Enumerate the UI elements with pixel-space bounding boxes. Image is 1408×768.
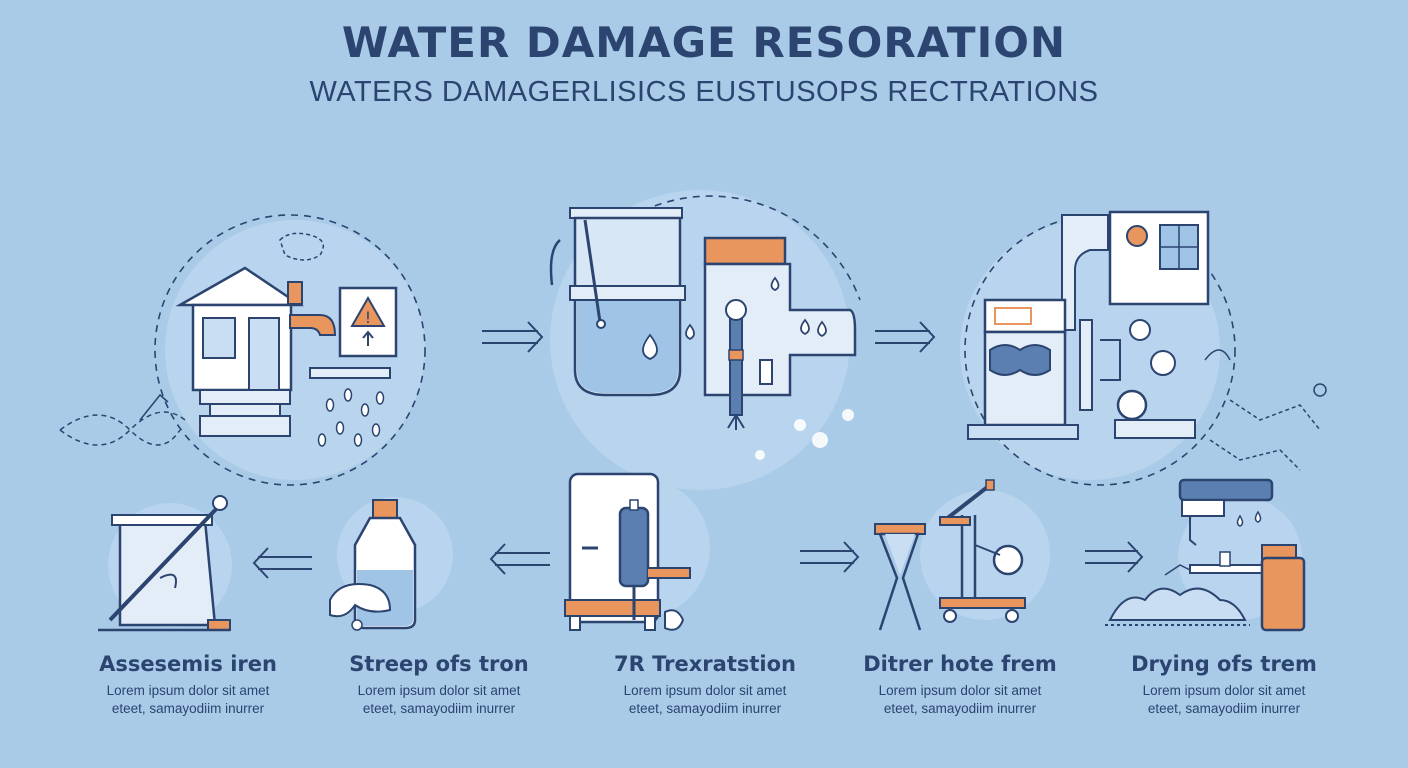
step-4-desc-line1: Lorem ipsum dolor sit amet — [878, 683, 1042, 698]
house-leak-icon: ! — [59, 232, 398, 447]
step-1-desc-line2: eteet, samayodiim inurrer — [111, 701, 265, 716]
step-5-desc-line2: eteet, samayodiim inurrer — [1147, 701, 1301, 716]
page-subtitle: WATERS DAMAGERLISICS EUSTUSOPS RECTRATIO… — [309, 76, 1099, 108]
arrow-right-icon-4 — [1085, 541, 1144, 573]
step-1-title: Assesemis iren — [99, 652, 277, 676]
step-4-title: Ditrer hote frem — [863, 652, 1057, 676]
cleaner-bottle-icon — [329, 499, 417, 631]
step-5-title: Drying ofs trem — [1131, 652, 1317, 676]
step-2: Streep ofs tron Lorem ipsum dolor sit am… — [309, 652, 569, 718]
arrow-right-icon — [482, 321, 544, 353]
step-5: Drying ofs trem Lorem ipsum dolor sit am… — [1094, 652, 1354, 718]
step-5-desc-line1: Lorem ipsum dolor sit amet — [1142, 683, 1306, 698]
step-2-title: Streep ofs tron — [349, 652, 529, 676]
step-1: Assesemis iren Lorem ipsum dolor sit ame… — [58, 652, 318, 718]
drying-machine-icon — [1105, 478, 1306, 632]
svg-text:!: ! — [365, 308, 371, 327]
water-tank-extraction-icon — [549, 207, 857, 460]
step-3: 7R Trexratstion Lorem ipsum dolor sit am… — [575, 652, 835, 718]
step-3-desc-line1: Lorem ipsum dolor sit amet — [623, 683, 787, 698]
step-2-desc-line1: Lorem ipsum dolor sit amet — [357, 683, 521, 698]
air-mover-icon — [874, 479, 1026, 631]
restoration-equipment-icon — [967, 210, 1327, 471]
step-1-desc-line1: Lorem ipsum dolor sit amet — [106, 683, 270, 698]
arrow-left-icon — [252, 547, 312, 579]
arrow-left-icon-2 — [489, 543, 550, 575]
step-3-title: 7R Trexratstion — [614, 652, 796, 676]
arrow-right-icon-3 — [800, 541, 860, 573]
step-4: Ditrer hote frem Lorem ipsum dolor sit a… — [830, 652, 1090, 718]
page-title: WATER DAMAGE RESORATION — [341, 18, 1067, 67]
arrow-right-icon-2 — [875, 321, 936, 353]
dehumidifier-unit-icon — [564, 472, 691, 631]
step-2-desc-line2: eteet, samayodiim inurrer — [362, 701, 516, 716]
step-3-desc-line2: eteet, samayodiim inurrer — [628, 701, 782, 716]
mop-bucket-icon — [98, 495, 231, 632]
step-4-desc-line2: eteet, samayodiim inurrer — [883, 701, 1037, 716]
